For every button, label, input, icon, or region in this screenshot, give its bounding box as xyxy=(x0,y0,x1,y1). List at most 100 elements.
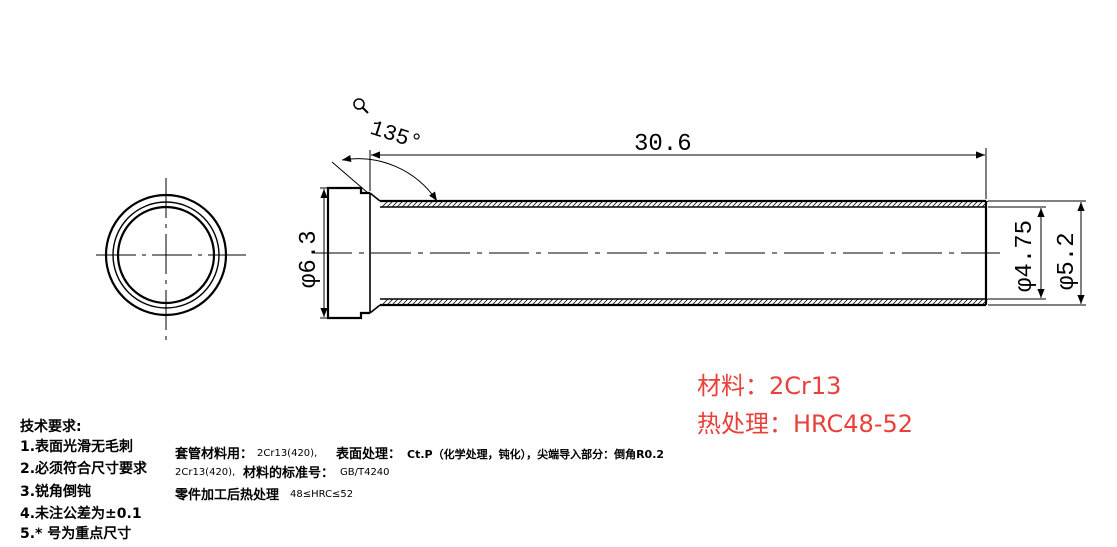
hatch-line xyxy=(981,298,989,306)
hatch-line xyxy=(406,298,414,306)
hatch-line xyxy=(826,298,834,306)
hatch-line xyxy=(941,200,949,208)
hatch-line xyxy=(446,298,454,306)
hatch-line xyxy=(866,200,874,208)
hatch-line xyxy=(386,298,394,306)
hatch-line xyxy=(771,298,779,306)
hatch-line xyxy=(526,200,534,208)
hatch-line xyxy=(781,200,789,208)
hatch-line xyxy=(391,298,399,306)
hatch-line xyxy=(666,200,674,208)
inner-diameter-text: φ4.75 xyxy=(1012,219,1039,292)
hatch-line xyxy=(921,298,929,306)
hatch-line xyxy=(466,200,474,208)
hatch-line xyxy=(976,200,984,208)
hatch-line xyxy=(401,298,409,306)
hatch-line xyxy=(551,200,559,208)
hatch-line xyxy=(881,298,889,306)
outer-diameter-text: φ5.2 xyxy=(1054,232,1081,290)
hatch-line xyxy=(836,298,844,306)
hatch-line xyxy=(816,200,824,208)
hatch-line xyxy=(906,200,914,208)
hatch-line xyxy=(396,200,404,208)
hatch-line xyxy=(546,200,554,208)
hatch-line xyxy=(916,200,924,208)
hatch-line xyxy=(531,200,539,208)
hatch-line xyxy=(511,200,519,208)
hatch-line xyxy=(391,200,399,208)
hatch-line xyxy=(481,200,489,208)
hatch-line xyxy=(501,298,509,306)
hatch-line xyxy=(891,200,899,208)
end-view xyxy=(96,178,246,340)
hatch-line xyxy=(701,200,709,208)
hatch-line xyxy=(591,200,599,208)
hatch-line xyxy=(671,200,679,208)
hatch-line xyxy=(786,200,794,208)
hatch-line xyxy=(716,200,724,208)
hatch-line xyxy=(676,298,684,306)
hatch-line xyxy=(466,298,474,306)
hatch-line xyxy=(886,200,894,208)
hatch-line xyxy=(861,298,869,306)
hatch-line xyxy=(411,298,419,306)
hatch-line xyxy=(691,298,699,306)
hatch-line xyxy=(476,200,484,208)
hatch-line xyxy=(931,298,939,306)
hatch-line xyxy=(831,200,839,208)
hatch-line xyxy=(631,298,639,306)
hatch-line xyxy=(856,298,864,306)
hatch-line xyxy=(661,200,669,208)
hatch-line xyxy=(416,200,424,208)
hatch-line xyxy=(786,298,794,306)
hatch-line xyxy=(971,200,979,208)
hatch-line xyxy=(686,200,694,208)
process-note-label: 零件加工后热处理 xyxy=(175,488,280,503)
process-note-label: 表面处理： xyxy=(336,447,402,462)
hatch-line xyxy=(556,298,564,306)
hatch-line xyxy=(641,298,649,306)
hatch-line xyxy=(496,200,504,208)
hatch-line xyxy=(436,298,444,306)
length-dimension-text: 30.6 xyxy=(634,131,692,158)
hatch-line xyxy=(766,200,774,208)
magnifier-icon[interactable] xyxy=(352,97,370,115)
hatch-line xyxy=(776,200,784,208)
hatch-line xyxy=(701,298,709,306)
hatch-line xyxy=(911,298,919,306)
hatch-line xyxy=(611,200,619,208)
hatch-line xyxy=(946,200,954,208)
process-note-label: 套管材料用： xyxy=(175,447,254,462)
tech-requirements-heading: 技术要求: xyxy=(20,419,82,435)
hatch-line xyxy=(396,298,404,306)
hatch-line xyxy=(736,298,744,306)
hatch-line xyxy=(526,298,534,306)
hatch-line xyxy=(846,200,854,208)
hatch-line xyxy=(936,200,944,208)
hatch-line xyxy=(426,298,434,306)
process-note-label: 材料的标准号： xyxy=(243,466,335,481)
hatch-line xyxy=(501,200,509,208)
hatch-line xyxy=(651,298,659,306)
hatch-line xyxy=(641,200,649,208)
hatch-line xyxy=(381,200,389,208)
hatch-line xyxy=(441,200,449,208)
hatch-line xyxy=(741,200,749,208)
hatch-line xyxy=(746,298,754,306)
hatch-line xyxy=(581,200,589,208)
hatch-line xyxy=(601,200,609,208)
hatch-line xyxy=(621,298,629,306)
hatch-line xyxy=(616,200,624,208)
hatch-line xyxy=(491,200,499,208)
hatch-line xyxy=(921,200,929,208)
hatch-line xyxy=(661,298,669,306)
hatch-line xyxy=(561,298,569,306)
hatch-line xyxy=(521,298,529,306)
hatch-line xyxy=(891,298,899,306)
hatch-line xyxy=(486,200,494,208)
hatch-line xyxy=(606,298,614,306)
hatch-line xyxy=(791,200,799,208)
hatch-line xyxy=(651,200,659,208)
hatch-line xyxy=(571,200,579,208)
hatch-line xyxy=(381,298,389,306)
